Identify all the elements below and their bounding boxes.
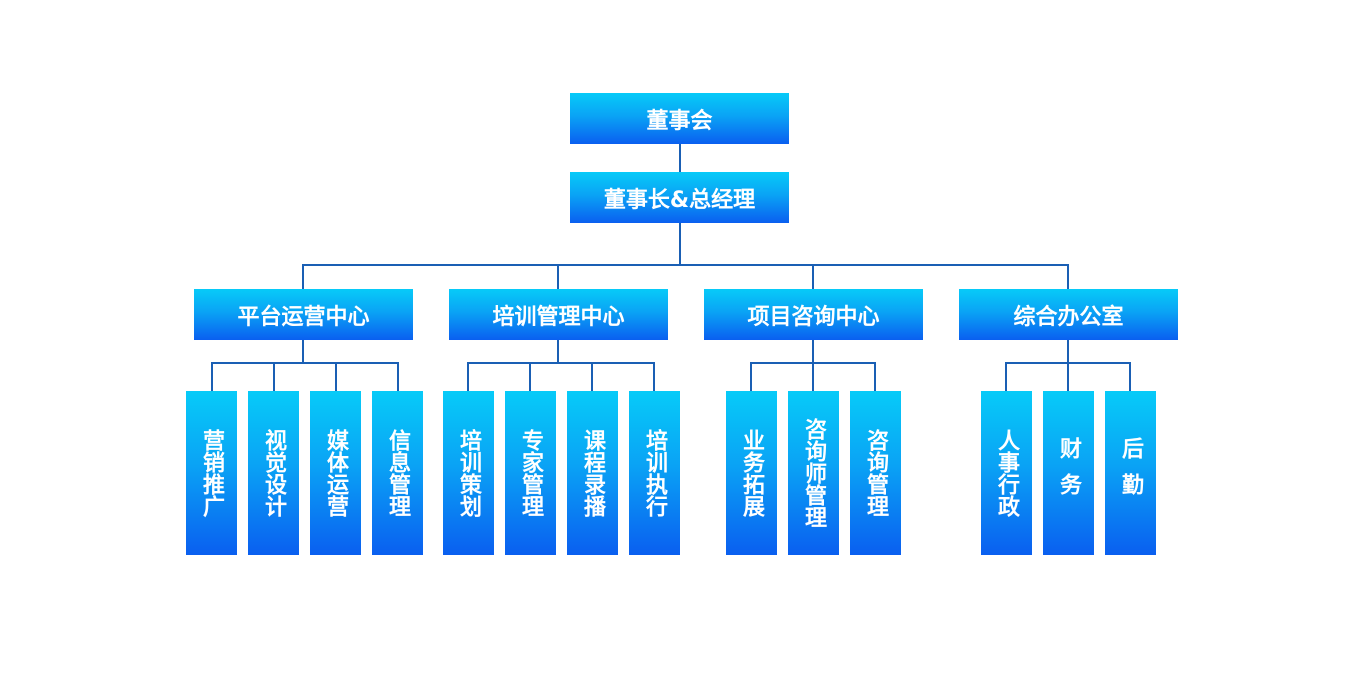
node-unit: 人事行政: [981, 391, 1032, 555]
connector-line: [812, 339, 814, 364]
node-ceo: 董事长&总经理: [570, 172, 789, 223]
connector-line: [467, 362, 469, 392]
node-unit: 咨询管理: [850, 391, 901, 555]
connector-line: [211, 362, 399, 364]
node-department: 综合办公室: [959, 289, 1178, 340]
connector-line: [679, 143, 681, 173]
connector-line: [467, 362, 655, 364]
node-department: 培训管理中心: [449, 289, 668, 340]
connector-line: [529, 362, 531, 392]
connector-line: [1067, 362, 1069, 392]
connector-line: [302, 339, 304, 364]
node-unit: 培训执行: [629, 391, 680, 555]
node-unit: 专家管理: [505, 391, 556, 555]
connector-line: [302, 264, 1069, 266]
connector-line: [1005, 362, 1007, 392]
node-unit: 信息管理: [372, 391, 423, 555]
connector-line: [653, 362, 655, 392]
connector-line: [750, 362, 752, 392]
connector-line: [335, 362, 337, 392]
node-unit: 财务: [1043, 391, 1094, 555]
connector-line: [211, 362, 213, 392]
connector-line: [812, 264, 814, 290]
connector-line: [591, 362, 593, 392]
node-department: 平台运营中心: [194, 289, 413, 340]
node-unit: 培训策划: [443, 391, 494, 555]
connector-line: [557, 339, 559, 364]
node-unit: 后勤: [1105, 391, 1156, 555]
node-unit: 营销推广: [186, 391, 237, 555]
connector-line: [557, 264, 559, 290]
node-department: 项目咨询中心: [704, 289, 923, 340]
connector-line: [1129, 362, 1131, 392]
node-unit: 视觉设计: [248, 391, 299, 555]
connector-line: [1067, 339, 1069, 364]
node-unit: 媒体运营: [310, 391, 361, 555]
connector-line: [397, 362, 399, 392]
connector-line: [812, 362, 814, 392]
connector-line: [679, 222, 681, 266]
connector-line: [1067, 264, 1069, 290]
connector-line: [874, 362, 876, 392]
node-board: 董事会: [570, 93, 789, 144]
node-unit: 业务拓展: [726, 391, 777, 555]
connector-line: [302, 264, 304, 290]
connector-line: [273, 362, 275, 392]
node-unit: 课程录播: [567, 391, 618, 555]
node-unit: 咨询师管理: [788, 391, 839, 555]
